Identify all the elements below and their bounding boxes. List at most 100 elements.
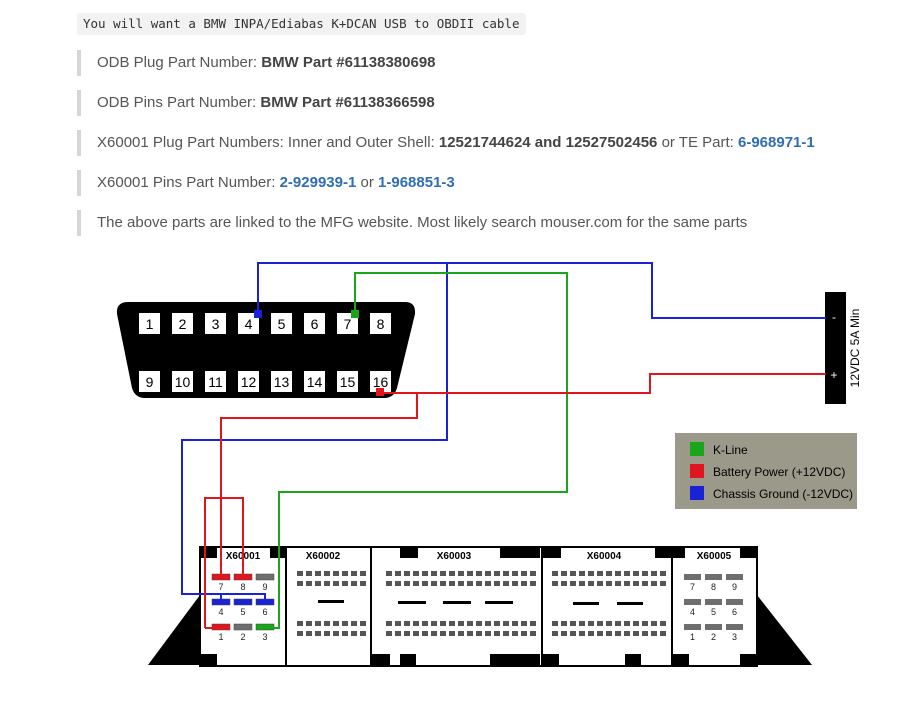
x60003-label: X60003 (437, 551, 472, 562)
x60005-pin-3 (726, 624, 743, 630)
obd-pin-label-7: 7 (344, 316, 352, 332)
x60005-pin-label-5: 5 (711, 607, 716, 617)
x60002-label: X60002 (306, 551, 341, 562)
obd-pin-8 (370, 313, 391, 334)
x60001-pin-label-7: 7 (218, 582, 223, 592)
legend-label: K-Line (713, 443, 748, 457)
ground-wire-ecu (181, 263, 448, 604)
obd-pin-label-4: 4 (245, 316, 253, 332)
x60001-pin-label-1: 1 (218, 632, 223, 642)
obd-pin-12 (238, 371, 259, 392)
x60005-pin-label-6: 6 (732, 607, 737, 617)
x60005-pin-label-8: 8 (711, 582, 716, 592)
pin-part-link-2[interactable]: 1-968851-3 (378, 174, 455, 191)
legend-label: Chassis Ground (-12VDC) (713, 487, 853, 501)
obd-pin-5 (271, 313, 292, 334)
legend-swatch (690, 442, 704, 456)
obd-pin-10 (172, 371, 193, 392)
obd-pin-label-11: 11 (208, 374, 223, 390)
note-odb-pins: ODB Pins Part Number: BMW Part #61138366… (77, 90, 435, 116)
obd-pin-3 (205, 313, 226, 334)
cable-requirement-code: You will want a BMW INPA/Ediabas K+DCAN … (77, 13, 526, 35)
obd-pin-label-5: 5 (278, 316, 286, 332)
obd-pin-label-2: 2 (179, 316, 187, 332)
legend-swatch (690, 464, 704, 478)
x60005-pin-label-4: 4 (690, 607, 695, 617)
legend-label: Battery Power (+12VDC) (713, 465, 845, 479)
obd-pin-label-3: 3 (212, 316, 220, 332)
note-x60001-pins: X60001 Pins Part Number: 2-929939-1 or 1… (77, 170, 455, 196)
odb-pins-part: BMW Part #61138366598 (260, 94, 435, 111)
x60001-pin-9 (255, 573, 275, 581)
x60001-pin-2 (233, 623, 253, 631)
obd-pin-label-14: 14 (307, 374, 323, 390)
obd-pin-2 (172, 313, 193, 334)
obd-pin-label-6: 6 (311, 316, 319, 332)
x60001-pin-label-2: 2 (240, 632, 245, 642)
battery-loop (204, 497, 244, 628)
x60005-pin-5 (705, 599, 722, 605)
x60005-pin-4 (684, 599, 701, 605)
ecu-housing-marks (201, 548, 756, 665)
obd-pin-7 (337, 313, 358, 334)
ecu-pin-grids (297, 571, 666, 636)
pin-part-link-1[interactable]: 2-929939-1 (279, 174, 357, 191)
ecu-right-wing (757, 595, 812, 665)
x60005-pin-label-3: 3 (732, 632, 737, 642)
obd-pin-14 (304, 371, 325, 392)
ground-wire-psu (257, 262, 826, 319)
x60005-pin-6 (726, 599, 743, 605)
obd-pin-13 (271, 371, 292, 392)
x60005-pin-9 (726, 574, 743, 580)
x60004-label: X60004 (587, 551, 622, 562)
x60001-pin-label-9: 9 (262, 582, 267, 592)
power-supply-block (825, 292, 846, 404)
x60005-pin-8 (705, 574, 722, 580)
obd-pin-11 (205, 371, 226, 392)
note-mfg-links: The above parts are linked to the MFG we… (77, 210, 747, 236)
x60005-pin-label-9: 9 (732, 582, 737, 592)
obd-pin-label-12: 12 (241, 374, 257, 390)
x60005-pin-7 (684, 574, 701, 580)
x60001-pin-label-6: 6 (262, 607, 267, 617)
obd-pin-label-15: 15 (340, 374, 356, 390)
wires (181, 262, 826, 629)
obd-pin-16 (370, 371, 391, 392)
x60001-pin-label-8: 8 (240, 582, 245, 592)
x60005-pin-label-2: 2 (711, 632, 716, 642)
odb-plug-part: BMW Part #61138380698 (261, 54, 436, 71)
obd-pin-4 (238, 313, 259, 334)
obd-pin-label-10: 10 (175, 374, 191, 390)
obd-pin-15 (337, 371, 358, 392)
x60005-label: X60005 (697, 551, 732, 562)
psu-minus-label: - (832, 310, 836, 324)
psu-plus-label: + (830, 368, 837, 382)
obd-pin-label-9: 9 (146, 374, 154, 390)
x60001-pin-label-4: 4 (218, 607, 223, 617)
kline-wire (266, 272, 568, 629)
x60005-pin-1 (684, 624, 701, 630)
x60001-pins: 7 8 9 4 5 6 1 2 3 (211, 573, 275, 642)
x60001-pin-5 (233, 598, 253, 606)
obd-pin-label-1: 1 (146, 316, 154, 332)
x60001-pin-label-5: 5 (240, 607, 245, 617)
obd-top-pins: 1 2 3 4 5 6 7 8 (139, 313, 391, 343)
x60001-shell-parts: 12521744624 and 12527502456 (438, 134, 658, 151)
x60001-pin-label-3: 3 (262, 632, 267, 642)
obd-pin-label-8: 8 (377, 316, 385, 332)
x60005-pin-2 (705, 624, 722, 630)
legend-box (675, 433, 857, 509)
obd-pin-6 (304, 313, 325, 334)
note-x60001-plug: X60001 Plug Part Numbers: Inner and Oute… (77, 130, 815, 156)
battery-wire-psu (380, 373, 826, 394)
obd-pin-label-16: 16 (373, 374, 389, 390)
te-part-link[interactable]: 6-968971-1 (738, 134, 815, 151)
ecu-housing (199, 546, 758, 667)
note-odb-plug: ODB Plug Part Number: BMW Part #61138380… (77, 50, 436, 76)
legend-swatch (690, 486, 704, 500)
obd-pin-1 (139, 313, 160, 334)
